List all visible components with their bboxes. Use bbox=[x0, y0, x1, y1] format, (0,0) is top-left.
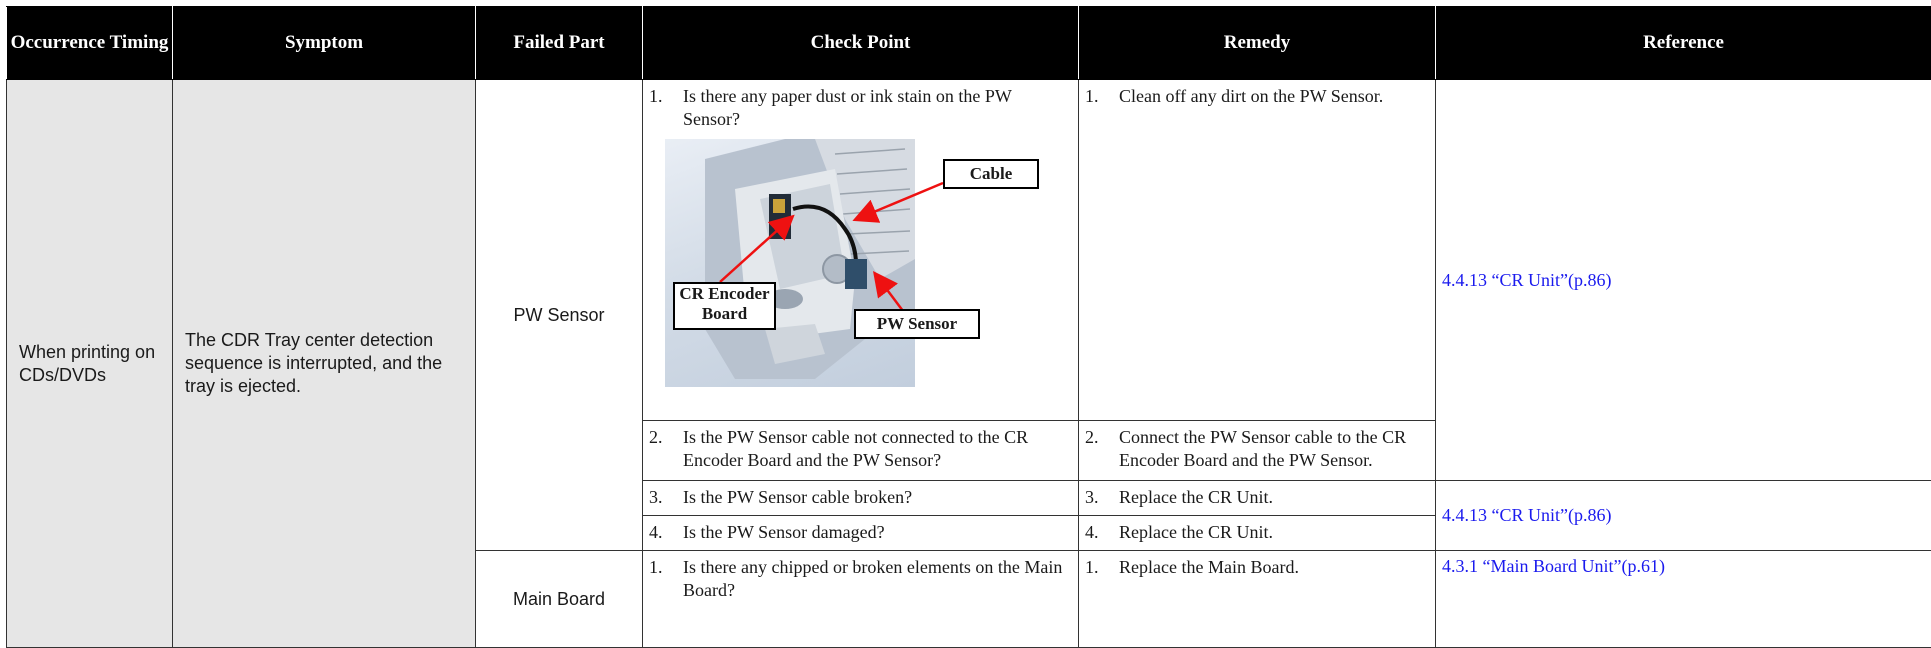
failed-part-pw-sensor: PW Sensor bbox=[475, 78, 643, 552]
remedy-2: 2. Connect the PW Sensor cable to the CR… bbox=[1078, 420, 1436, 482]
check-point-4: 4. Is the PW Sensor damaged? bbox=[642, 515, 1079, 552]
table-row: When printing on CDs/DVDs The CDR Tray c… bbox=[6, 78, 1931, 648]
header-row: Occurrence Timing Symptom Failed Part Ch… bbox=[6, 6, 1931, 80]
failed-part-main-board: Main Board bbox=[475, 550, 643, 648]
reference-link-cr-unit[interactable]: 4.4.13 “CR Unit”(p.86) bbox=[1442, 269, 1612, 290]
check-point-3: 3. Is the PW Sensor cable broken? bbox=[642, 480, 1079, 517]
header-occurrence-timing: Occurrence Timing bbox=[6, 6, 173, 80]
table-row: 2. Is the PW Sensor cable not connected … bbox=[7, 420, 1931, 482]
check-point-text: Is the PW Sensor cable not connected to … bbox=[683, 427, 1029, 471]
check-point-text: Is the PW Sensor cable broken? bbox=[683, 487, 913, 508]
callout-arrows bbox=[719, 181, 944, 312]
header-remedy: Remedy bbox=[1078, 6, 1436, 80]
check-point-text: Is there any paper dust or ink stain on … bbox=[683, 86, 1012, 129]
remedy-1: 1. Clean off any dirt on the PW Sensor. bbox=[1078, 78, 1436, 422]
remedy-number: 2. bbox=[1085, 427, 1099, 448]
remedy-main-board: 1. Replace the Main Board. bbox=[1078, 550, 1436, 648]
symptom-cell: The CDR Tray center detection sequence i… bbox=[172, 79, 476, 648]
pw-sensor-figure: Cable CR Encoder Board PW Sensor bbox=[665, 139, 1039, 387]
check-point-number: 4. bbox=[649, 522, 663, 543]
header-failed-part: Failed Part bbox=[475, 6, 643, 80]
check-point-text: Is there any chipped or broken elements … bbox=[683, 557, 1063, 601]
reference-cr-unit-2: 4.4.13 “CR Unit”(p.86) bbox=[1435, 480, 1931, 552]
remedy-number: 4. bbox=[1085, 522, 1099, 543]
check-point-number: 2. bbox=[649, 427, 663, 448]
check-point-number: 3. bbox=[649, 487, 663, 508]
check-point-1: 1. Is there any paper dust or ink stain … bbox=[642, 78, 1079, 422]
remedy-text: Clean off any dirt on the PW Sensor. bbox=[1119, 86, 1384, 106]
check-point-main-board: 1. Is there any chipped or broken elemen… bbox=[642, 550, 1079, 648]
remedy-number: 1. bbox=[1085, 86, 1099, 106]
remedy-4: 4. Replace the CR Unit. bbox=[1078, 515, 1436, 552]
remedy-text: Replace the CR Unit. bbox=[1119, 487, 1273, 508]
reference-link-main-board[interactable]: 4.3.1 “Main Board Unit”(p.61) bbox=[1442, 556, 1665, 577]
reference-cr-unit: 4.4.13 “CR Unit”(p.86) bbox=[1435, 78, 1931, 482]
remedy-text: Replace the Main Board. bbox=[1119, 557, 1299, 578]
header-reference: Reference bbox=[1435, 6, 1931, 80]
check-point-text: Is the PW Sensor damaged? bbox=[683, 522, 885, 543]
header-symptom: Symptom bbox=[172, 6, 476, 80]
remedy-text: Replace the CR Unit. bbox=[1119, 522, 1273, 543]
remedy-number: 1. bbox=[1085, 557, 1099, 578]
remedy-3: 3. Replace the CR Unit. bbox=[1078, 480, 1436, 517]
callout-pw-sensor: PW Sensor bbox=[854, 309, 980, 339]
remedy-number: 3. bbox=[1085, 487, 1099, 508]
table-row: 4. Is the PW Sensor damaged? 4. Replace … bbox=[7, 515, 1931, 552]
check-point-number: 1. bbox=[649, 86, 663, 106]
header-check-point: Check Point bbox=[642, 6, 1079, 80]
occurrence-timing-cell: When printing on CDs/DVDs bbox=[6, 79, 173, 648]
remedy-text: Connect the PW Sensor cable to the CR En… bbox=[1119, 427, 1407, 471]
table-row: 3. Is the PW Sensor cable broken? 3. Rep… bbox=[7, 480, 1931, 552]
reference-main-board: 4.3.1 “Main Board Unit”(p.61) bbox=[1435, 550, 1931, 648]
callout-cr-encoder-board: CR Encoder Board bbox=[673, 282, 776, 330]
callout-cable: Cable bbox=[943, 159, 1039, 189]
check-point-number: 1. bbox=[649, 557, 663, 578]
check-point-2: 2. Is the PW Sensor cable not connected … bbox=[642, 420, 1079, 482]
troubleshooting-table: Occurrence Timing Symptom Failed Part Ch… bbox=[6, 6, 1931, 648]
table-row: Main Board 1. Is there any chipped or br… bbox=[7, 550, 1931, 648]
reference-link-cr-unit-2[interactable]: 4.4.13 “CR Unit”(p.86) bbox=[1442, 505, 1612, 526]
